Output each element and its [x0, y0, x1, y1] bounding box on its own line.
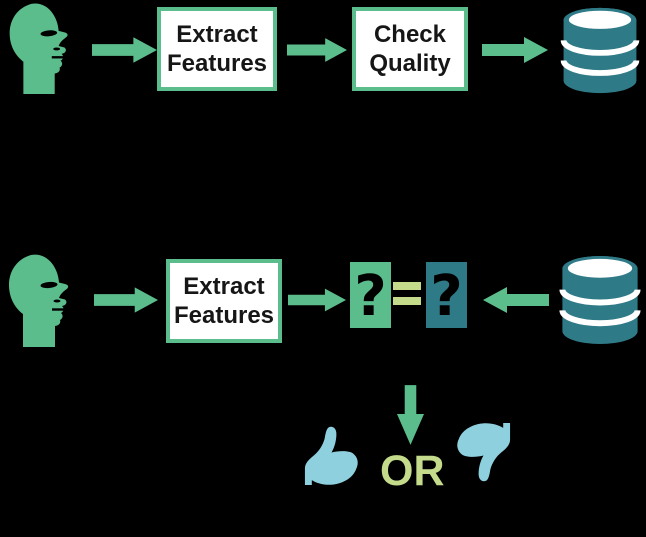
question-mark: ?: [430, 264, 463, 329]
arrow-left-icon: [483, 287, 549, 313]
check-quality-box: Check Quality: [352, 7, 468, 91]
database-icon: [556, 4, 644, 96]
check-quality-label: Check Quality: [369, 20, 451, 77]
arrow-right-icon: [482, 37, 548, 63]
arrow-right-icon: [287, 38, 347, 62]
arrow-right-icon: [94, 287, 158, 313]
arrow-down-icon: [397, 385, 424, 445]
stored-template-block: ?: [426, 262, 467, 328]
question-mark: ?: [354, 264, 387, 329]
arrow-right-icon: [288, 288, 346, 312]
equals-bar: [393, 282, 421, 290]
arrow-right-icon: [92, 37, 157, 63]
person-head-icon: [7, 253, 70, 349]
extract-features-box: Extract Features: [166, 259, 282, 343]
person-head-icon: [8, 2, 69, 96]
probe-template-block: ?: [350, 262, 391, 328]
equals-bar: [393, 297, 421, 305]
thumbs-down-icon: [457, 423, 511, 482]
or-label: OR: [380, 447, 445, 495]
thumbs-up-icon: [304, 426, 358, 485]
extract-features-label: Extract Features: [173, 272, 275, 329]
database-icon: [556, 252, 644, 347]
equals-operator: [393, 282, 421, 305]
extract-features-label: Extract Features: [166, 20, 268, 77]
extract-features-box: Extract Features: [157, 7, 277, 91]
